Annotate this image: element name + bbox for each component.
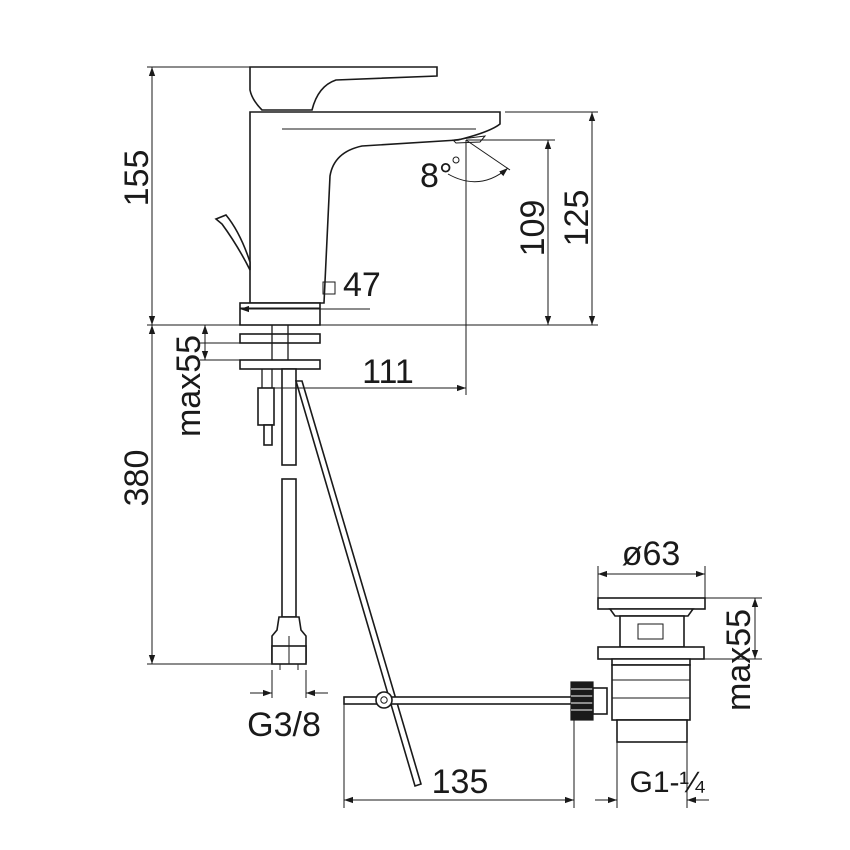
rod-clamp: [375, 691, 393, 709]
waste-tail: [616, 719, 688, 743]
mounting-washer: [239, 333, 321, 344]
flex-hose-lower: [281, 478, 297, 618]
dim-waste-diameter: ø63: [622, 535, 681, 573]
dim-spray-angle: 8°: [420, 157, 453, 195]
waste-flange: [597, 646, 705, 660]
dim-rod-length: 135: [432, 763, 489, 801]
dim-waste-thickness: max55: [720, 609, 758, 711]
knurled-nut: [570, 681, 594, 721]
threaded-stud: [257, 387, 275, 426]
faucet-spout: [249, 111, 501, 304]
dim-spout-reach: 111: [362, 353, 414, 391]
dimension-labels: 155 125 109 8° 47 max55 111 380 G3/8 ø63…: [118, 150, 758, 801]
waste-body: [619, 615, 685, 648]
flex-hose-upper: [281, 368, 297, 466]
dim-total-height: 155: [118, 150, 156, 207]
popup-linkage: [294, 380, 608, 788]
dim-hose-length: 380: [118, 450, 156, 507]
faucet-base: [239, 302, 321, 326]
dim-outlet-height: 109: [514, 200, 552, 257]
dimension-lines: [147, 66, 762, 808]
dim-max-deck: max55: [170, 335, 208, 437]
waste-cap: [597, 597, 706, 610]
waste-thread-body: [611, 664, 691, 721]
dim-body-size: 47: [343, 266, 381, 304]
dim-spout-height: 125: [558, 190, 596, 247]
popup-knob: [214, 214, 251, 271]
faucet-body: [214, 66, 501, 670]
dim-hose-thread: G3/8: [247, 706, 321, 744]
faucet-lever: [249, 66, 438, 111]
waste-assembly: [597, 597, 706, 743]
dim-waste-thread: G1-¼: [629, 766, 705, 799]
mounting-nut: [239, 359, 321, 370]
popup-rod: [294, 380, 422, 788]
